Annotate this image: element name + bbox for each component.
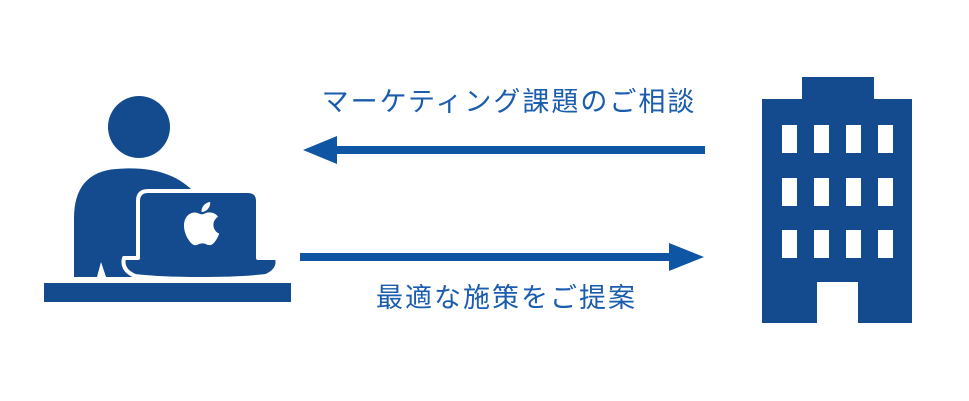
office-building-icon [762,77,912,323]
right-arrow-icon [300,243,704,271]
building-door [817,282,858,323]
building-rooftop [802,77,874,103]
apple-logo-icon [184,202,220,246]
building-windows [782,125,893,258]
person-head [108,96,170,158]
left-arrow-icon [303,136,705,164]
consultation-label: マーケティング課題のご相談 [321,87,697,117]
proposal-label: 最適な施策をご提案 [376,283,637,313]
desk [44,283,291,302]
person-at-laptop-icon [44,96,291,302]
